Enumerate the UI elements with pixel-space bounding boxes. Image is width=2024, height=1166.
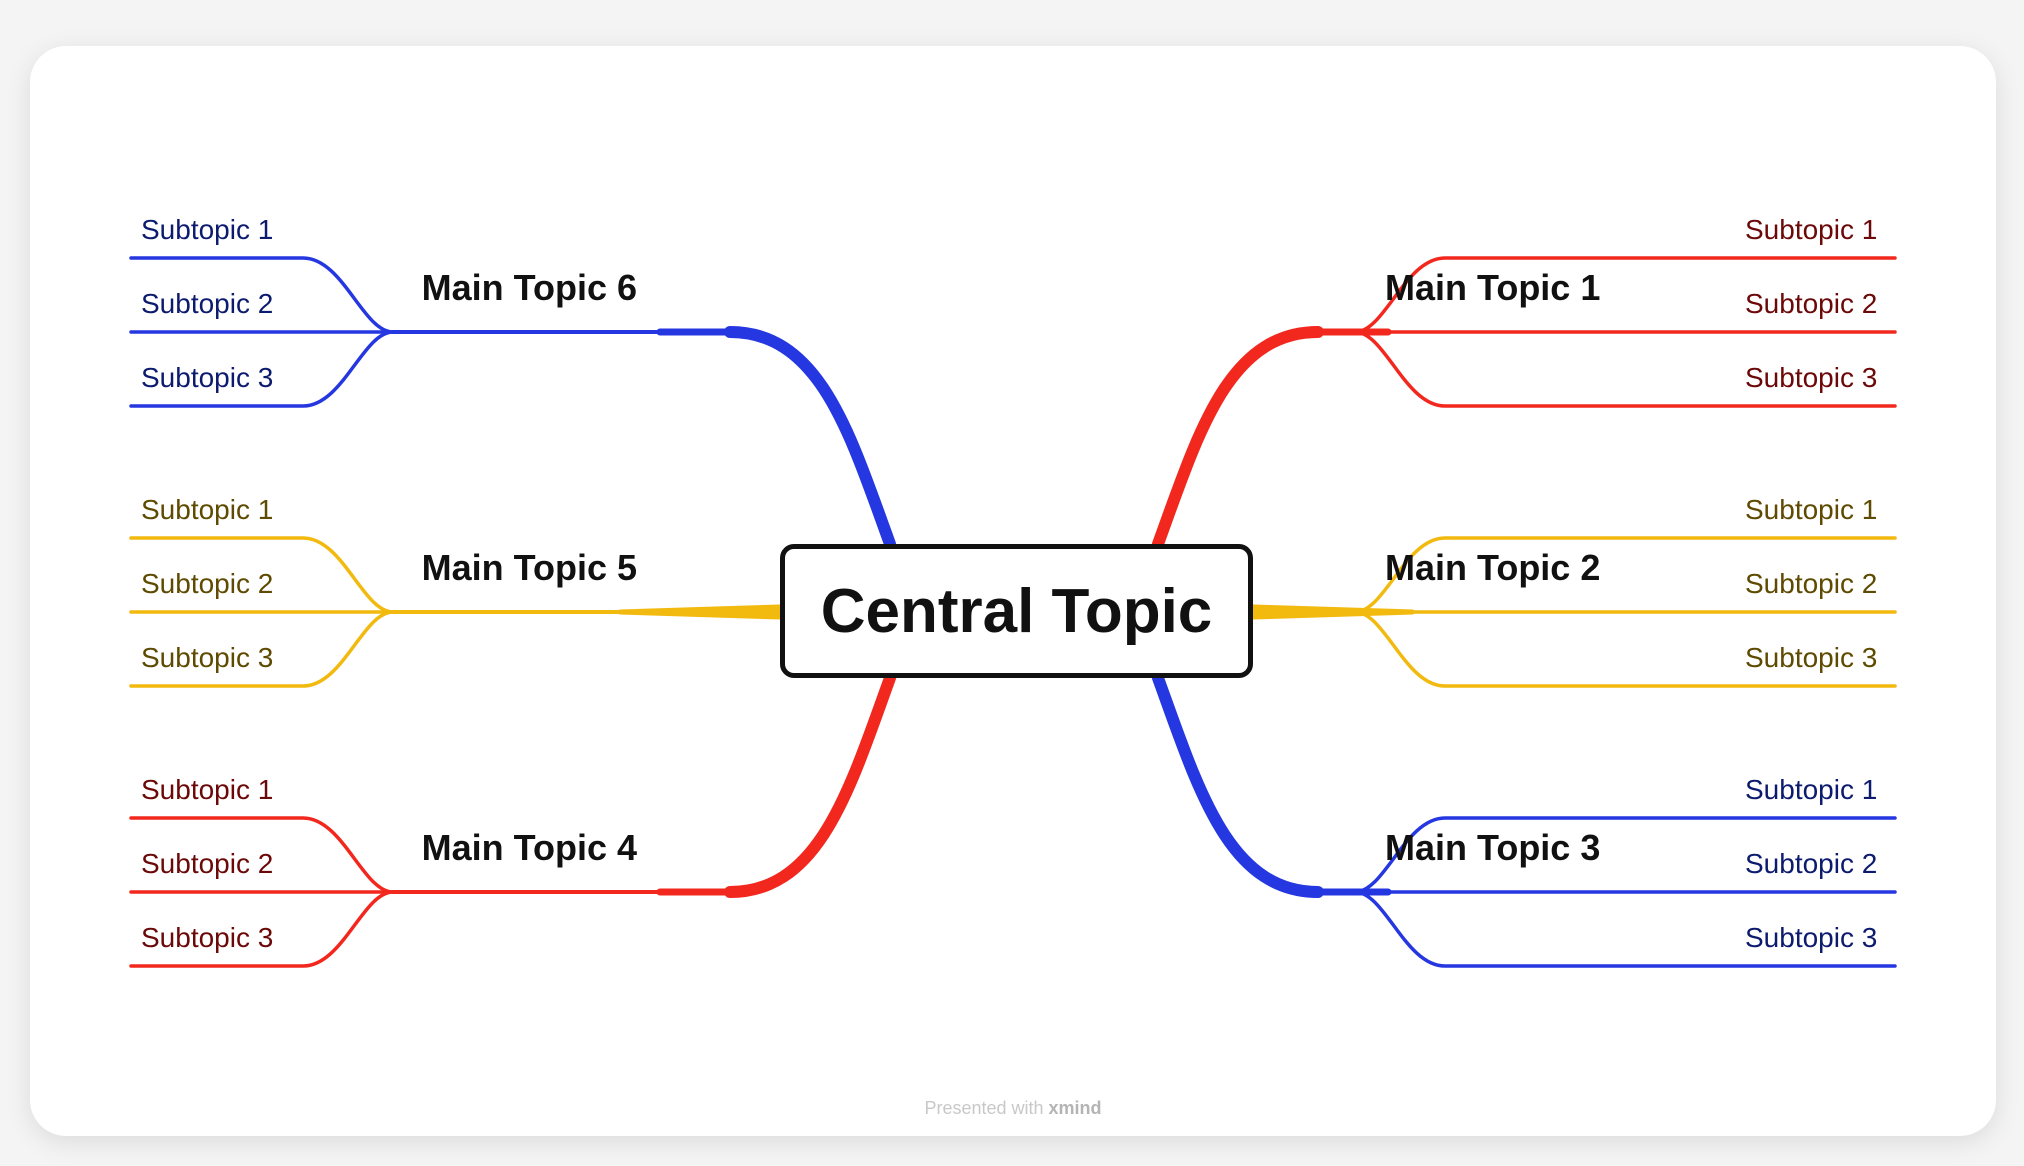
branch-6-subtopic-1[interactable]: Subtopic 1 [141, 214, 274, 245]
branch-5-subtopic-1-line [129, 536, 395, 614]
central-topic-node[interactable]: Central Topic [780, 544, 1253, 678]
branch-5-subtopic-1[interactable]: Subtopic 1 [141, 494, 274, 525]
main-topic-4[interactable]: Main Topic 4 [421, 827, 637, 868]
branch-2-subtopic-1-line [1353, 536, 1897, 614]
branch-6-subtopic-3-line [129, 330, 395, 408]
branch-5-connector [619, 604, 781, 620]
branch-4-subtopic-3-line [129, 890, 395, 968]
branch-6-subtopic-3[interactable]: Subtopic 3 [141, 362, 274, 393]
branch-5-subtopic-2[interactable]: Subtopic 2 [141, 568, 274, 599]
branch-3-connector [1152, 672, 1324, 898]
connector-lines [129, 256, 1897, 968]
branch-3-subtopic-1-line [1353, 816, 1897, 894]
main-topic-5[interactable]: Main Topic 5 [421, 547, 637, 588]
central-topic-label: Central Topic [820, 576, 1213, 646]
footer-prefix: Presented with [924, 1098, 1044, 1118]
branch-2-subtopic-3[interactable]: Subtopic 3 [1745, 642, 1878, 673]
branch-1-subtopic-1-line [1353, 256, 1897, 334]
branch-3-subtopic-1[interactable]: Subtopic 1 [1745, 774, 1878, 805]
branch-4-connector [724, 672, 896, 898]
branch-4-subtopic-1[interactable]: Subtopic 1 [141, 774, 274, 805]
main-topic-6[interactable]: Main Topic 6 [421, 267, 637, 308]
branch-1-subtopic-1[interactable]: Subtopic 1 [1745, 214, 1878, 245]
branch-6-connector [724, 326, 896, 550]
branch-3-subtopic-3[interactable]: Subtopic 3 [1745, 922, 1878, 953]
branch-2-subtopic-2[interactable]: Subtopic 2 [1745, 568, 1878, 599]
branch-5-subtopic-3[interactable]: Subtopic 3 [141, 642, 274, 673]
branch-5-subtopic-3-line [129, 610, 395, 688]
branch-2-subtopic-1[interactable]: Subtopic 1 [1745, 494, 1878, 525]
branch-4-subtopic-2[interactable]: Subtopic 2 [141, 848, 274, 879]
branch-3-subtopic-2[interactable]: Subtopic 2 [1745, 848, 1878, 879]
xmind-logo-text: xmind [1048, 1098, 1102, 1118]
branch-2-subtopic-3-line [1353, 610, 1897, 688]
footer-credit: Presented with xmind [30, 1098, 1996, 1119]
branch-1-subtopic-2[interactable]: Subtopic 2 [1745, 288, 1878, 319]
branch-6-subtopic-1-line [129, 256, 395, 334]
main-topic-3[interactable]: Main Topic 3 [1385, 827, 1601, 868]
main-topic-2[interactable]: Main Topic 2 [1385, 547, 1601, 588]
branch-1-connector [1152, 326, 1324, 550]
branch-1-subtopic-3[interactable]: Subtopic 3 [1745, 362, 1878, 393]
branch-3-subtopic-3-line [1353, 890, 1897, 968]
main-topic-1[interactable]: Main Topic 1 [1385, 267, 1601, 308]
branch-1-subtopic-3-line [1353, 330, 1897, 408]
branch-4-subtopic-3[interactable]: Subtopic 3 [141, 922, 274, 953]
branch-4-subtopic-1-line [129, 816, 395, 894]
mindmap-canvas: Central Topic Subtopic 1 Subtopic 2 Subtop… [30, 46, 1996, 1136]
branch-6-subtopic-2[interactable]: Subtopic 2 [141, 288, 274, 319]
